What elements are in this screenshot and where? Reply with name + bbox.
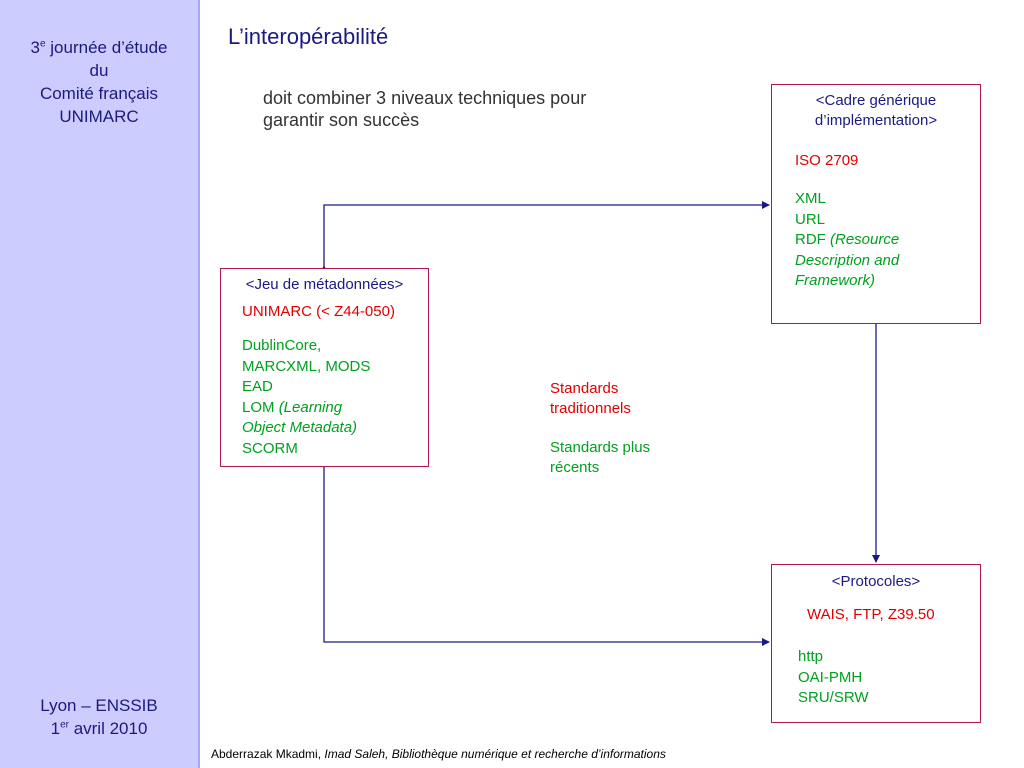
- subtitle-line-1: doit combiner 3 niveaux techniques pour: [263, 88, 587, 108]
- legend-traditional-line-1: Standards: [550, 380, 619, 397]
- recent-standard-line: RDF (Resource: [795, 230, 899, 251]
- recent-standard-text: MARCXML, MODS: [242, 357, 371, 375]
- recent-standard-text: http: [798, 648, 824, 665]
- recent-standard-line: EAD: [242, 377, 370, 398]
- recent-standard-text: SCORM: [242, 439, 298, 457]
- event-title: 3e journée d’étude du Comité français UN…: [0, 36, 198, 128]
- implementation-framework-header: <Cadre générique d’implémentation>: [772, 91, 980, 131]
- recent-standard-line: Object Metadata): [242, 418, 370, 439]
- event-ordinal-suffix: e: [39, 38, 46, 50]
- recent-standard-expansion: (Learning: [278, 398, 343, 416]
- event-date: 1er avril 2010: [0, 717, 198, 740]
- recent-standard-line: Description and: [795, 251, 899, 272]
- legend-recent-line-2: récents: [550, 459, 600, 476]
- recent-standard-expansion: (Resource: [830, 231, 900, 248]
- recent-standard-expansion: Framework): [795, 272, 876, 289]
- implementation-framework-header-line-2: d’implémentation>: [814, 112, 938, 129]
- event-line-2: du: [89, 61, 109, 80]
- sidebar: 3e journée d’étude du Comité français UN…: [0, 0, 200, 768]
- protocols-traditional: WAIS, FTP, Z39.50: [807, 606, 935, 623]
- implementation-framework-box: <Cadre générique d’implémentation> ISO 2…: [771, 84, 981, 324]
- legend-recent: Standards plus récents: [550, 438, 650, 478]
- arrow-jeu-to-cadre: [320, 201, 770, 273]
- event-line-1: 3e journée d’étude: [0, 36, 198, 59]
- footer-reference: Imad Saleh, Bibliothèque numérique et re…: [324, 747, 666, 761]
- event-date-day-suffix: er: [60, 719, 69, 731]
- implementation-framework-header-line-1: <Cadre générique: [815, 92, 937, 109]
- legend-recent-line-1: Standards plus: [550, 439, 651, 456]
- event-ordinal: 3: [30, 38, 40, 57]
- event-date-day: 1: [50, 719, 61, 738]
- recent-standard-text: RDF: [795, 231, 830, 248]
- subtitle-line-2: garantir son succès: [263, 110, 420, 130]
- recent-standard-text: XML: [795, 190, 826, 207]
- recent-standard-line: DublinCore,: [242, 336, 370, 357]
- event-location-date: Lyon – ENSSIB 1er avril 2010: [0, 694, 198, 740]
- recent-standard-expansion: Object Metadata): [242, 419, 358, 436]
- recent-standard-text: SRU/SRW: [798, 689, 869, 706]
- footer-citation: Abderrazak Mkadmi, Imad Saleh, Bibliothè…: [211, 747, 666, 761]
- metadata-set-box: <Jeu de métadonnées> UNIMARC (< Z44-050)…: [220, 268, 429, 467]
- recent-standard-line: XML: [795, 189, 899, 210]
- recent-standard-text: LOM: [242, 398, 279, 416]
- recent-standard-line: http: [798, 647, 869, 668]
- recent-standard-text: EAD: [242, 378, 273, 395]
- recent-standard-text: OAI-PMH: [798, 668, 863, 686]
- event-line-3: Comité français: [39, 84, 159, 103]
- recent-standard-line: SRU/SRW: [798, 688, 869, 709]
- arrow-jeu-to-protocoles: [320, 460, 770, 646]
- recent-standard-text: URL: [795, 210, 826, 228]
- recent-standard-line: SCORM: [242, 439, 370, 460]
- recent-standard-line: OAI-PMH: [798, 668, 869, 689]
- metadata-set-recent-list: DublinCore, MARCXML, MODS EAD LOM (Learning…: [242, 336, 370, 459]
- event-line-1-text: journée d’étude: [45, 38, 168, 57]
- recent-standard-expansion: Description and: [795, 251, 900, 269]
- footer-author: Abderrazak Mkadmi,: [211, 747, 325, 761]
- metadata-set-traditional: UNIMARC (< Z44-050): [242, 303, 395, 320]
- recent-standard-line: URL: [795, 210, 899, 231]
- event-place: Lyon – ENSSIB: [40, 696, 158, 715]
- protocols-header: <Protocoles>: [831, 573, 921, 590]
- recent-standard-line: Framework): [795, 271, 899, 292]
- slide-subtitle: doit combiner 3 niveaux techniques pour …: [263, 87, 643, 131]
- legend-traditional: Standards traditionnels: [550, 379, 631, 419]
- implementation-framework-traditional: ISO 2709: [795, 152, 859, 169]
- slide-title: L’interopérabilité: [228, 24, 389, 49]
- recent-standard-line: LOM (Learning: [242, 398, 370, 419]
- event-line-4: UNIMARC: [59, 107, 139, 126]
- recent-standard-text: DublinCore,: [242, 337, 322, 354]
- event-date-rest: avril 2010: [68, 719, 148, 738]
- metadata-set-header: <Jeu de métadonnées>: [245, 276, 404, 293]
- recent-standard-line: MARCXML, MODS: [242, 357, 370, 378]
- legend-traditional-line-2: traditionnels: [550, 400, 631, 417]
